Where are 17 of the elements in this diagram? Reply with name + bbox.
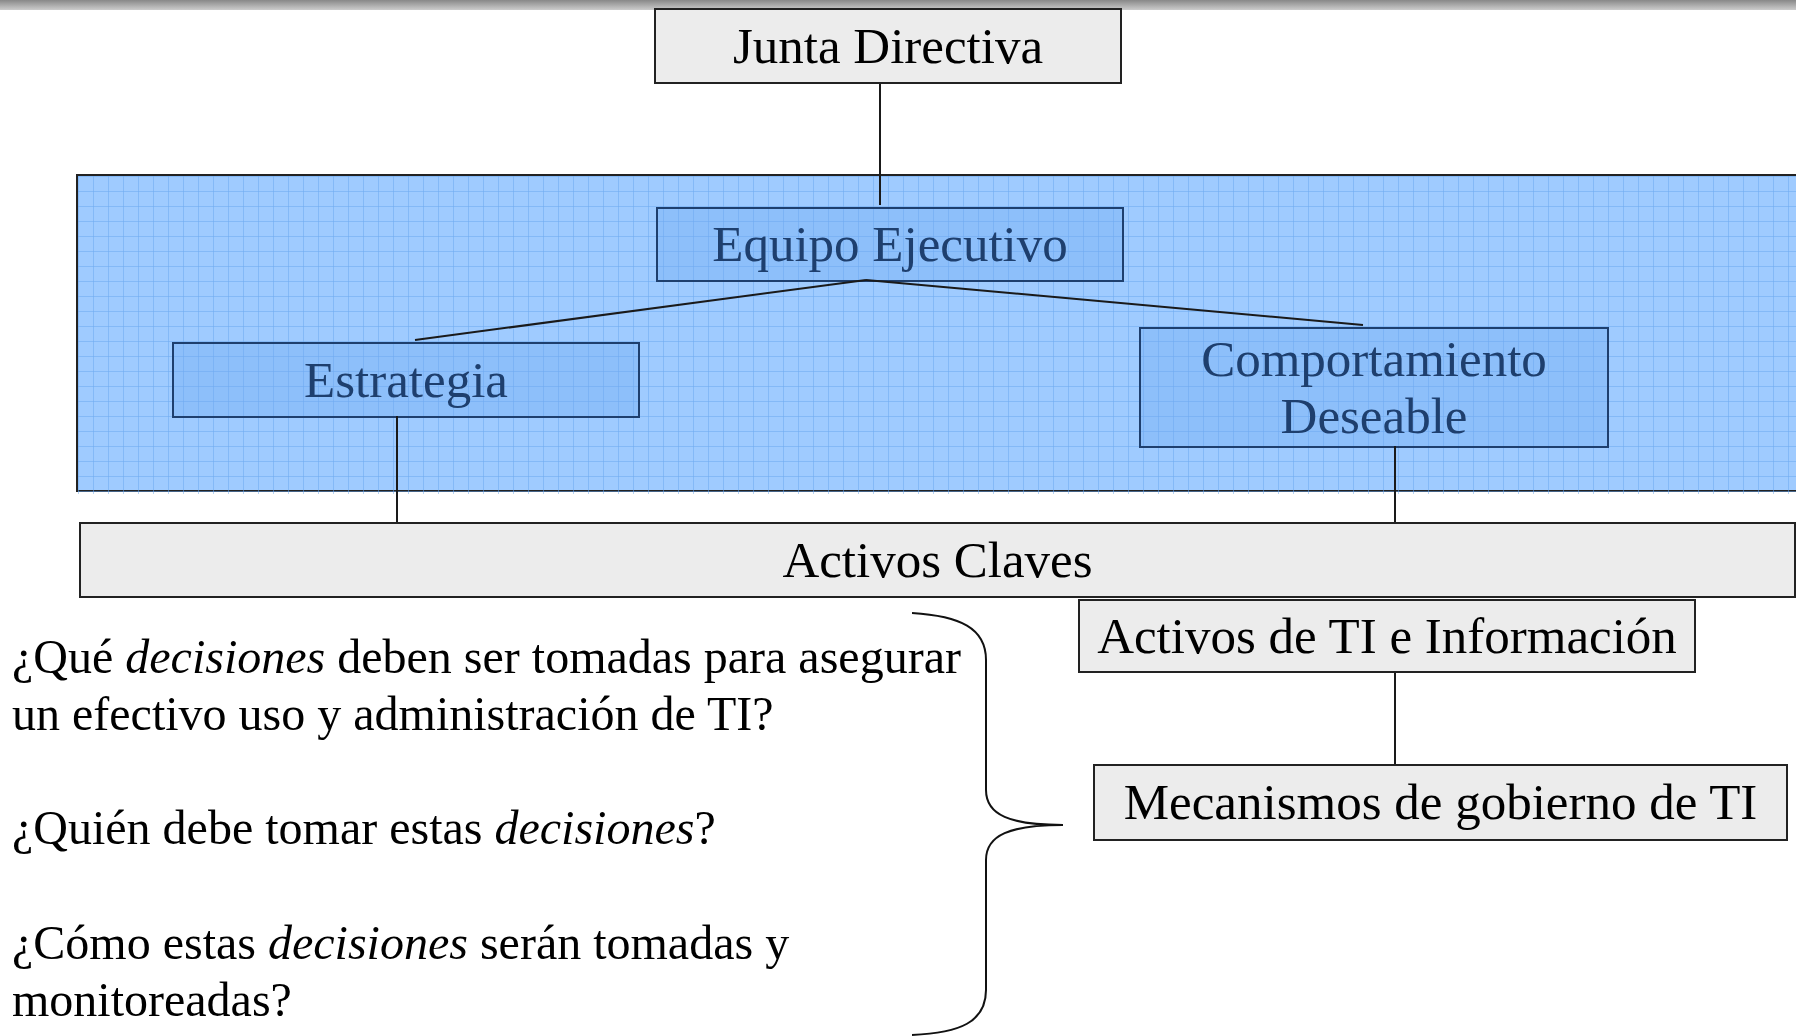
connector-line [879, 83, 881, 206]
it-assets-box: Activos de TI e Información [1078, 599, 1696, 673]
connector-line [1394, 672, 1396, 765]
mechanisms-box: Mecanismos de gobierno de TI [1093, 764, 1788, 841]
behavior-box: Comportamiento Deseable [1139, 327, 1609, 448]
connector-line [396, 415, 398, 523]
question-text: ¿Quién debe tomar estas decisiones? [12, 800, 717, 856]
grid-band [76, 174, 1796, 492]
question-text: ¿Qué decisiones deben ser tomadas para asegurar un efectivo uso y administración de TI? [12, 629, 962, 743]
connector-line [414, 279, 867, 341]
team-box: Equipo Ejecutivo [656, 207, 1124, 282]
board-box: Junta Directiva [654, 8, 1122, 84]
question-text: ¿Cómo estas decisiones serán tomadas y monitoreadas? [12, 915, 791, 1029]
assets-bar: Activos Claves [79, 522, 1796, 598]
strategy-box: Estrategia [172, 342, 640, 418]
connector-line [865, 279, 1364, 326]
connector-line [1394, 445, 1396, 523]
